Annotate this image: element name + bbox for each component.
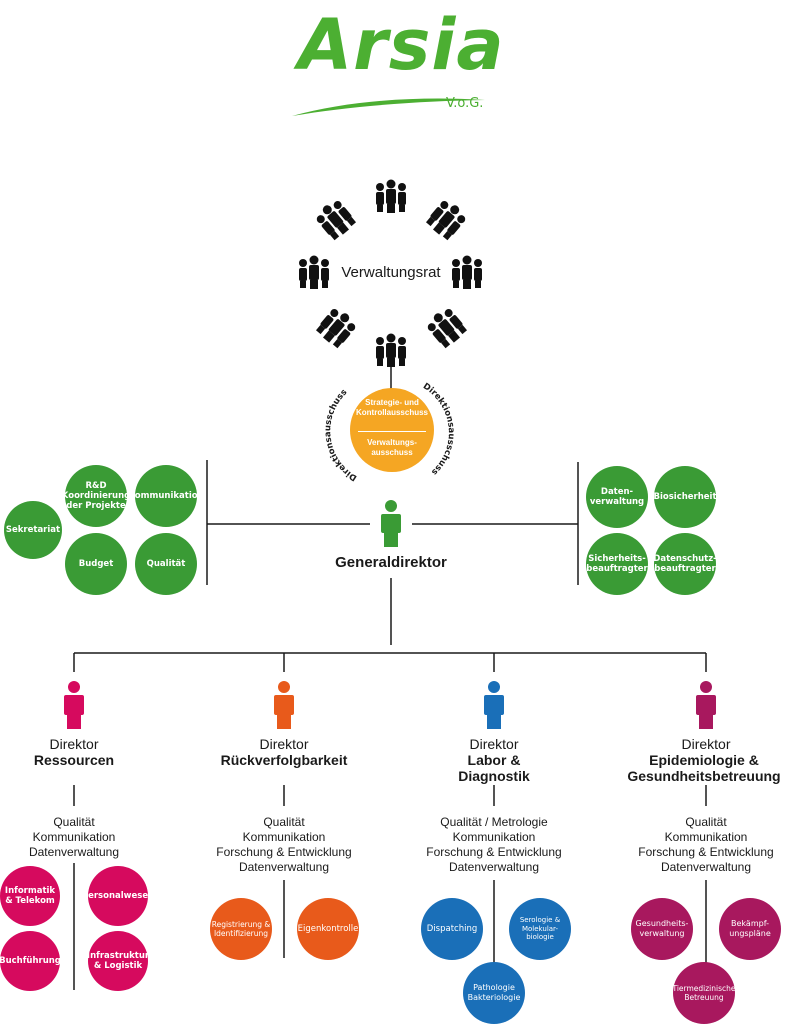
unit-gesundheitsverwaltung: Gesundheits- verwaltung [631,898,693,960]
left-arc-label: Direktionsausschuss [323,388,359,483]
rueckverfolgbarkeit-service: Forschung & Entwicklung [216,845,352,859]
epidemiologie-service: Kommunikation [664,830,748,844]
unit-dispatching: Dispatching [421,898,483,960]
unit-tiermedizinische-betreuung: Tiermedizinische Betreuung [672,962,736,1024]
unit-serologie-molekularbiologie: Serologie & Molekular- biologie [509,898,571,960]
director-epidemiologie-icon [696,681,716,729]
epidemiologie-service: Qualität [685,815,727,829]
rueckverfolgbarkeit-service: Datenverwaltung [238,860,330,874]
board-label: Verwaltungsrat [341,264,441,281]
ressourcen-service: Kommunikation [32,830,116,844]
epidemiologie-service: Forschung & Entwicklung [638,845,774,859]
committee-top-label: Strategie- und Kontrollausschuss [355,398,428,417]
unit-rd-koordinierung: R&D Koordinierung der Projekte [62,465,130,527]
ressourcen-service: Datenverwaltung [28,845,120,859]
general-director-icon [381,500,401,547]
logo: Arsia V.o.G. [290,4,504,123]
unit-informatik-telekom: Informatik & Telekom [0,866,60,926]
committee-circle: Strategie- und Kontrollausschuss Verwalt… [350,388,434,472]
epidemiologie-service: Datenverwaltung [660,860,752,874]
logo-swoosh [292,98,485,116]
unit-sicherheitsbeauftragter: Sicherheits- beauftragter [586,533,648,595]
labor-service: Qualität / Metrologie [440,815,548,829]
director-rueckverfolgbarkeit-icon [274,681,294,729]
unit-datenverwaltung: Daten- verwaltung [586,466,648,528]
right-arc-label: Direktionsausschuss [421,381,456,476]
unit-personalwesen: Personalwesen [82,866,154,926]
general-director-label: Generaldirektor [335,554,447,571]
unit-sekretariat: Sekretariat [4,501,62,559]
labor-service: Datenverwaltung [448,860,540,874]
director-ressourcen-icon [64,681,84,729]
committee-divider [358,431,426,432]
labor-service: Forschung & Entwicklung [426,845,562,859]
unit-kommunikation: Kommunikation [128,465,204,527]
committee-arcs: Direktionsausschuss Direktionsausschuss [323,381,456,483]
unit-pathologie-bakteriologie: Pathologie Bakteriologie [463,962,525,1024]
logo-suffix: V.o.G. [446,96,484,111]
committee-bottom-label: Verwaltungs- ausschuss [367,438,417,457]
director-rueckverfolgbarkeit-title: Direktor [259,736,309,752]
director-ressourcen-title: Direktor [49,736,99,752]
unit-buchfuehrung: Buchführung [0,931,61,991]
director-ressourcen-name: Ressourcen [33,752,115,768]
unit-infrastruktur-logistik: Infrastruktur & Logistik [87,931,149,991]
unit-budget: Budget [65,533,127,595]
unit-eigenkontrolle: Eigenkontrolle [297,898,359,960]
rueckverfolgbarkeit-service: Kommunikation [242,830,326,844]
unit-biosicherheit: Biosicherheit [653,466,717,528]
unit-registrierung-identifizierung: Registrierung & Identifizierung [210,898,272,960]
director-epidemiologie-name: Epidemiologie & Gesundheitsbetreuung [627,752,781,785]
labor-service: Kommunikation [452,830,536,844]
director-labor-title: Direktor [469,736,519,752]
director-labor-name: Labor & Diagnostik [458,752,530,785]
logo-wordmark: Arsia [298,4,505,86]
unit-bekaempfungsplaene: Bekämpf- ungspläne [719,898,781,960]
ressourcen-service: Qualität [53,815,95,829]
director-labor-icon [484,681,504,729]
unit-datenschutzbeauftragter: Datenschutz- beauftragter [653,533,717,595]
rueckverfolgbarkeit-service: Qualität [263,815,305,829]
director-rueckverfolgbarkeit-name: Rückverfolgbarkeit [220,752,348,768]
director-epidemiologie-title: Direktor [681,736,731,752]
unit-qualitaet: Qualität [135,533,197,595]
